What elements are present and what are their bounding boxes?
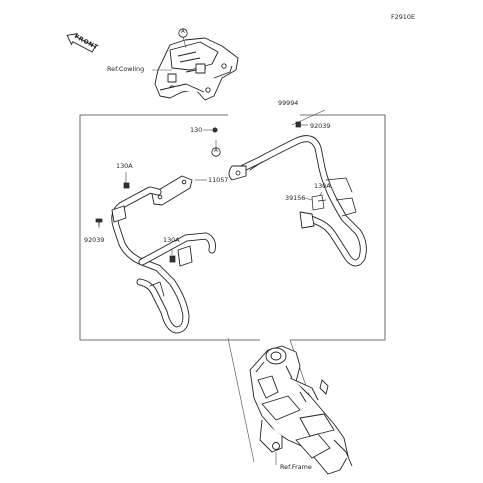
- part-92039-top: 92039: [310, 122, 331, 130]
- mount-plate-11057: [151, 175, 193, 206]
- part-11057: 11057: [208, 176, 229, 184]
- marker-a-mid: A: [214, 148, 218, 154]
- ref-cowling-label: Ref.Cowling: [107, 65, 145, 73]
- part-130-top: 130: [190, 126, 203, 134]
- engine-guard-right: [228, 135, 367, 267]
- figure-code: F2910E: [391, 13, 415, 21]
- front-arrow-icon: [66, 33, 96, 53]
- part-39156: 39156: [285, 194, 306, 202]
- cowling-bracket: [154, 37, 239, 101]
- engine-guard-left: [111, 186, 216, 334]
- part-99994: 99994: [278, 99, 299, 107]
- part-130a-lower: 130A: [163, 236, 180, 244]
- part-92039-left: 92039: [84, 236, 105, 244]
- part-130a-right: 130A: [314, 182, 331, 190]
- fasteners: [95, 121, 327, 263]
- ref-frame-label: Ref.Frame: [280, 463, 312, 471]
- marker-a-top: A: [181, 29, 185, 35]
- marker-a-circles: [178, 28, 221, 157]
- assembly-box: [79, 114, 386, 341]
- motorcycle-frame: [249, 345, 353, 475]
- part-130a-left: 130A: [116, 162, 133, 170]
